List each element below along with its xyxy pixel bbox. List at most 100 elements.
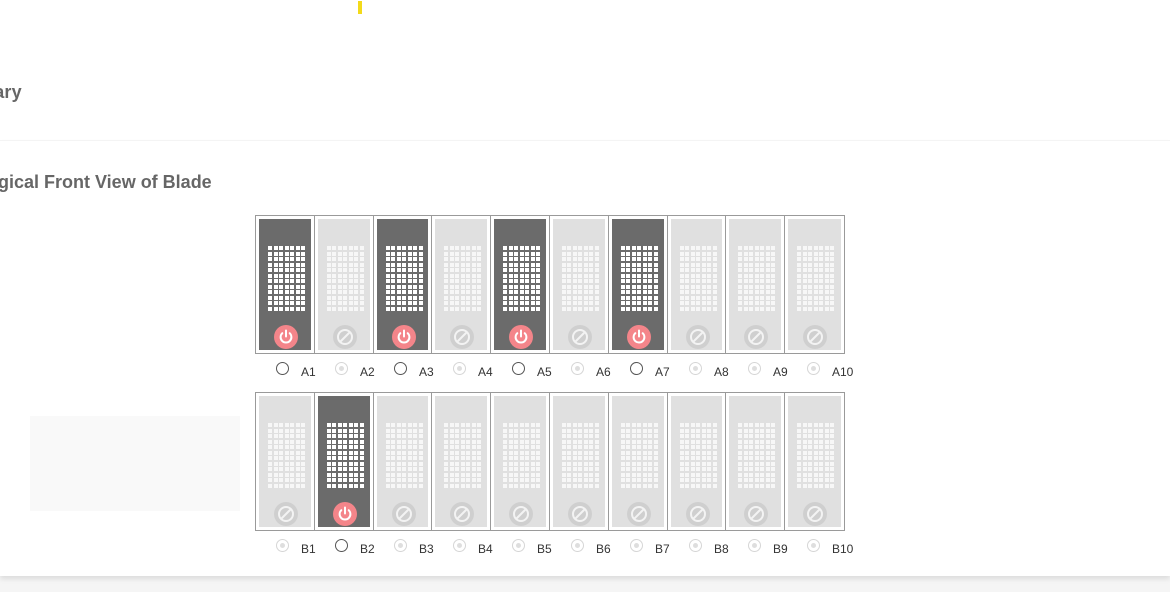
vent-grille bbox=[620, 246, 658, 318]
blade-slot-b8 bbox=[668, 393, 727, 530]
vent-grille bbox=[503, 423, 541, 495]
blade-slot-b10 bbox=[785, 393, 844, 530]
blade-powered bbox=[376, 219, 429, 350]
blade-slot-a4 bbox=[432, 216, 492, 353]
disabled-icon bbox=[685, 325, 710, 349]
blade-slot-a3[interactable] bbox=[374, 216, 433, 353]
slot-radio bbox=[571, 362, 584, 375]
summary-title: mary bbox=[0, 82, 22, 102]
blade-empty bbox=[376, 396, 429, 527]
disabled-icon bbox=[332, 325, 357, 349]
blade-slot-a5[interactable] bbox=[491, 216, 550, 353]
slot-label: B10 bbox=[832, 542, 854, 556]
blade-empty bbox=[435, 396, 488, 527]
slot-radio bbox=[453, 539, 466, 552]
disabled-icon bbox=[744, 502, 769, 526]
blade-empty bbox=[788, 396, 841, 527]
slot-label: A1 bbox=[301, 365, 316, 379]
blade-empty bbox=[552, 219, 605, 350]
slot-label: A7 bbox=[655, 365, 670, 379]
highlight-mark bbox=[358, 1, 362, 14]
slot-radio bbox=[335, 362, 348, 375]
blade-powered bbox=[494, 219, 546, 350]
slot-label: A9 bbox=[773, 365, 788, 379]
vent-grille bbox=[738, 246, 776, 318]
slot-label: A4 bbox=[478, 365, 493, 379]
slot-label: A3 bbox=[419, 365, 434, 379]
slot-radio bbox=[689, 362, 702, 375]
vent-grille bbox=[503, 246, 541, 318]
vent-grille bbox=[561, 423, 599, 495]
slot-radio bbox=[689, 539, 702, 552]
slot-label: B6 bbox=[596, 542, 611, 556]
blade-empty bbox=[317, 219, 370, 350]
vent-grille bbox=[797, 246, 835, 318]
vent-grille bbox=[738, 423, 776, 495]
slot-radio bbox=[453, 362, 466, 375]
blade-front-view-panel: Logical Front View of Blade A1A2A3A4A5A6… bbox=[0, 141, 1170, 576]
blade-slot-b2[interactable] bbox=[315, 393, 374, 530]
blade-slot-a7[interactable] bbox=[609, 216, 668, 353]
vent-grille bbox=[679, 423, 717, 495]
blade-empty bbox=[729, 396, 782, 527]
disabled-icon bbox=[803, 502, 828, 526]
slot-label: A10 bbox=[832, 365, 854, 379]
blade-empty bbox=[670, 219, 723, 350]
disabled-icon bbox=[391, 502, 416, 526]
slot-label: B8 bbox=[714, 542, 729, 556]
vent-grille bbox=[797, 423, 835, 495]
slot-label: A2 bbox=[360, 365, 375, 379]
slot-radio[interactable] bbox=[276, 362, 289, 375]
vent-grille bbox=[444, 423, 482, 495]
slot-radio[interactable] bbox=[394, 362, 407, 375]
vent-grille bbox=[679, 246, 717, 318]
power-icon bbox=[509, 325, 534, 349]
slot-label: A8 bbox=[714, 365, 729, 379]
slot-label: B1 bbox=[301, 542, 316, 556]
disabled-icon bbox=[509, 502, 534, 526]
power-icon bbox=[626, 325, 651, 349]
blade-slot-b7 bbox=[609, 393, 668, 530]
slot-radio[interactable] bbox=[512, 362, 525, 375]
blade-slot-b9 bbox=[726, 393, 786, 530]
slot-label: B5 bbox=[537, 542, 552, 556]
slot-radio bbox=[748, 362, 761, 375]
slot-label: B3 bbox=[419, 542, 434, 556]
blade-powered bbox=[611, 219, 664, 350]
blade-empty bbox=[494, 396, 546, 527]
disabled-icon bbox=[567, 502, 592, 526]
slot-radio bbox=[394, 539, 407, 552]
slot-radio[interactable] bbox=[335, 539, 348, 552]
slot-radio bbox=[276, 539, 289, 552]
slot-radio[interactable] bbox=[630, 362, 643, 375]
vent-grille bbox=[268, 246, 305, 318]
disabled-icon bbox=[450, 325, 475, 349]
disabled-icon bbox=[450, 502, 475, 526]
vent-grille bbox=[326, 246, 364, 318]
blade-slot-b4 bbox=[432, 393, 492, 530]
slot-label: A5 bbox=[537, 365, 552, 379]
blade-slot-a6 bbox=[550, 216, 609, 353]
blade-slot-a1[interactable] bbox=[256, 216, 315, 353]
panel-title: Logical Front View of Blade bbox=[0, 172, 212, 192]
power-icon bbox=[332, 502, 357, 526]
summary-header: mary bbox=[0, 0, 1170, 140]
blade-slot-a2 bbox=[315, 216, 374, 353]
blade-powered bbox=[259, 219, 311, 350]
blade-empty bbox=[670, 396, 723, 527]
blade-slot-b1 bbox=[256, 393, 315, 530]
slot-radio bbox=[630, 539, 643, 552]
slot-radio bbox=[512, 539, 525, 552]
blade-empty bbox=[259, 396, 311, 527]
chassis-row-b bbox=[255, 392, 845, 531]
vent-grille bbox=[268, 423, 305, 495]
vent-grille bbox=[385, 246, 423, 318]
blade-slot-b6 bbox=[550, 393, 609, 530]
faded-background-block bbox=[30, 416, 240, 511]
blade-empty bbox=[435, 219, 488, 350]
blade-slot-a8 bbox=[668, 216, 727, 353]
vent-grille bbox=[561, 246, 599, 318]
slot-radio bbox=[748, 539, 761, 552]
